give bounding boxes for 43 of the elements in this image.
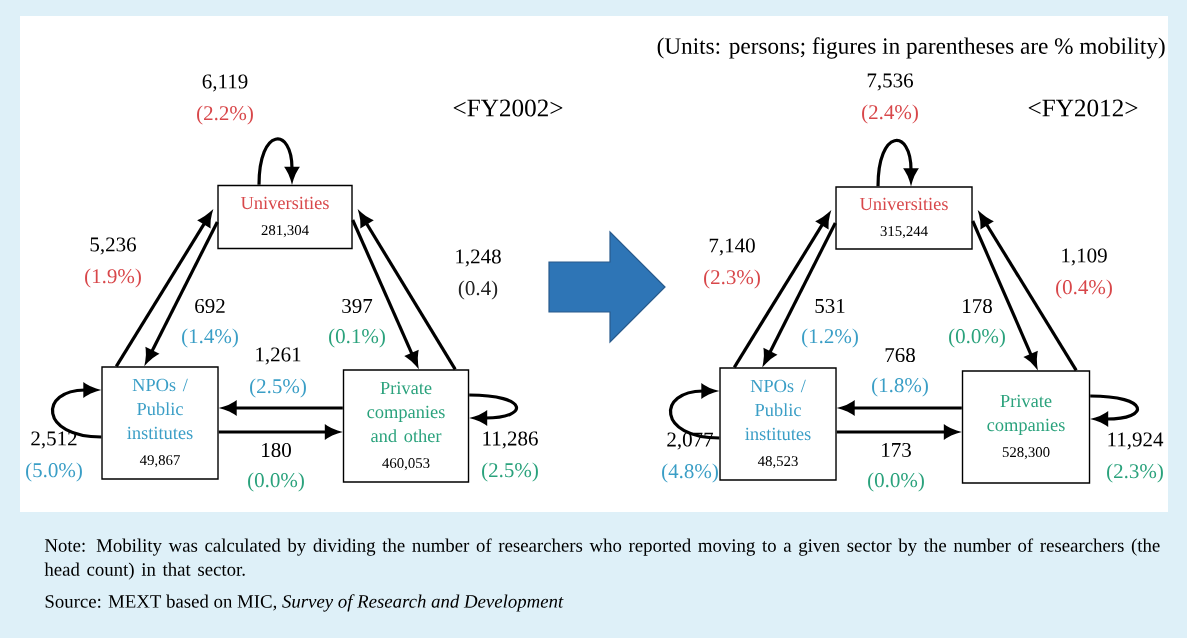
edge-label: 5,236 (90, 237, 136, 255)
edge-label: 11,924 (1108, 432, 1164, 450)
sector-box: Universities 281,304 (217, 184, 353, 250)
arrow (876, 139, 918, 187)
arrow (222, 401, 343, 415)
percent-label: (5.0%) (26, 462, 82, 482)
sector-box: NPOs / Public institutes 48,523 (719, 367, 837, 481)
percent-label: (2.4%) (862, 104, 918, 124)
percent-label: (1.9%) (85, 268, 141, 288)
percent-label: (0.0%) (868, 472, 924, 492)
arrow (51, 383, 102, 439)
sector-box: Private companies 528,300 (961, 370, 1091, 484)
arrow (469, 393, 518, 425)
year-heading: <FY2012> (1028, 99, 1138, 117)
sector-box: NPOs / Public institutes 49,867 (101, 366, 219, 480)
arrow (1090, 394, 1139, 426)
percent-label: (0.0%) (248, 472, 304, 492)
year-heading: <FY2002> (453, 99, 563, 117)
sector-box: Universities 315,244 (835, 186, 973, 250)
percent-label: (0.4%) (1056, 279, 1112, 299)
percent-label: (2.3%) (704, 269, 760, 289)
percent-label: (0.4) (458, 280, 498, 300)
edge-label: 1,261 (256, 347, 301, 365)
edge-label: 768 (885, 347, 915, 363)
source-text: Source: MEXT based on MIC, Survey of Research and Development (45, 594, 564, 612)
arrow (840, 401, 962, 415)
sector-box: Private companies and other 460,053 (342, 369, 470, 483)
percent-label: (2.2%) (197, 105, 253, 125)
percent-label: (1.8%) (872, 377, 928, 397)
edge-label: 1,248 (456, 249, 501, 267)
edge-label: 180 (262, 442, 291, 458)
note-text: Note: Mobility was calculated by dividing the number of researchers who reported moving to a given sector by the number of researchers (the head count) in that sector. (44, 538, 1160, 580)
edge-label: 6,119 (202, 74, 248, 92)
arrow (669, 384, 720, 440)
arrow (257, 137, 299, 185)
edge-label: 2,512 (31, 431, 77, 449)
percent-label: (2.5%) (250, 378, 306, 398)
units-note: (Units: persons; figures in parentheses are % mobility) (657, 37, 1165, 59)
edge-label: 11,286 (483, 431, 538, 449)
edge-label: 1,109 (1062, 248, 1107, 266)
edge-label: 7,140 (709, 238, 755, 256)
edge-label: 173 (882, 442, 911, 458)
edge-label: 7,536 (867, 73, 913, 91)
